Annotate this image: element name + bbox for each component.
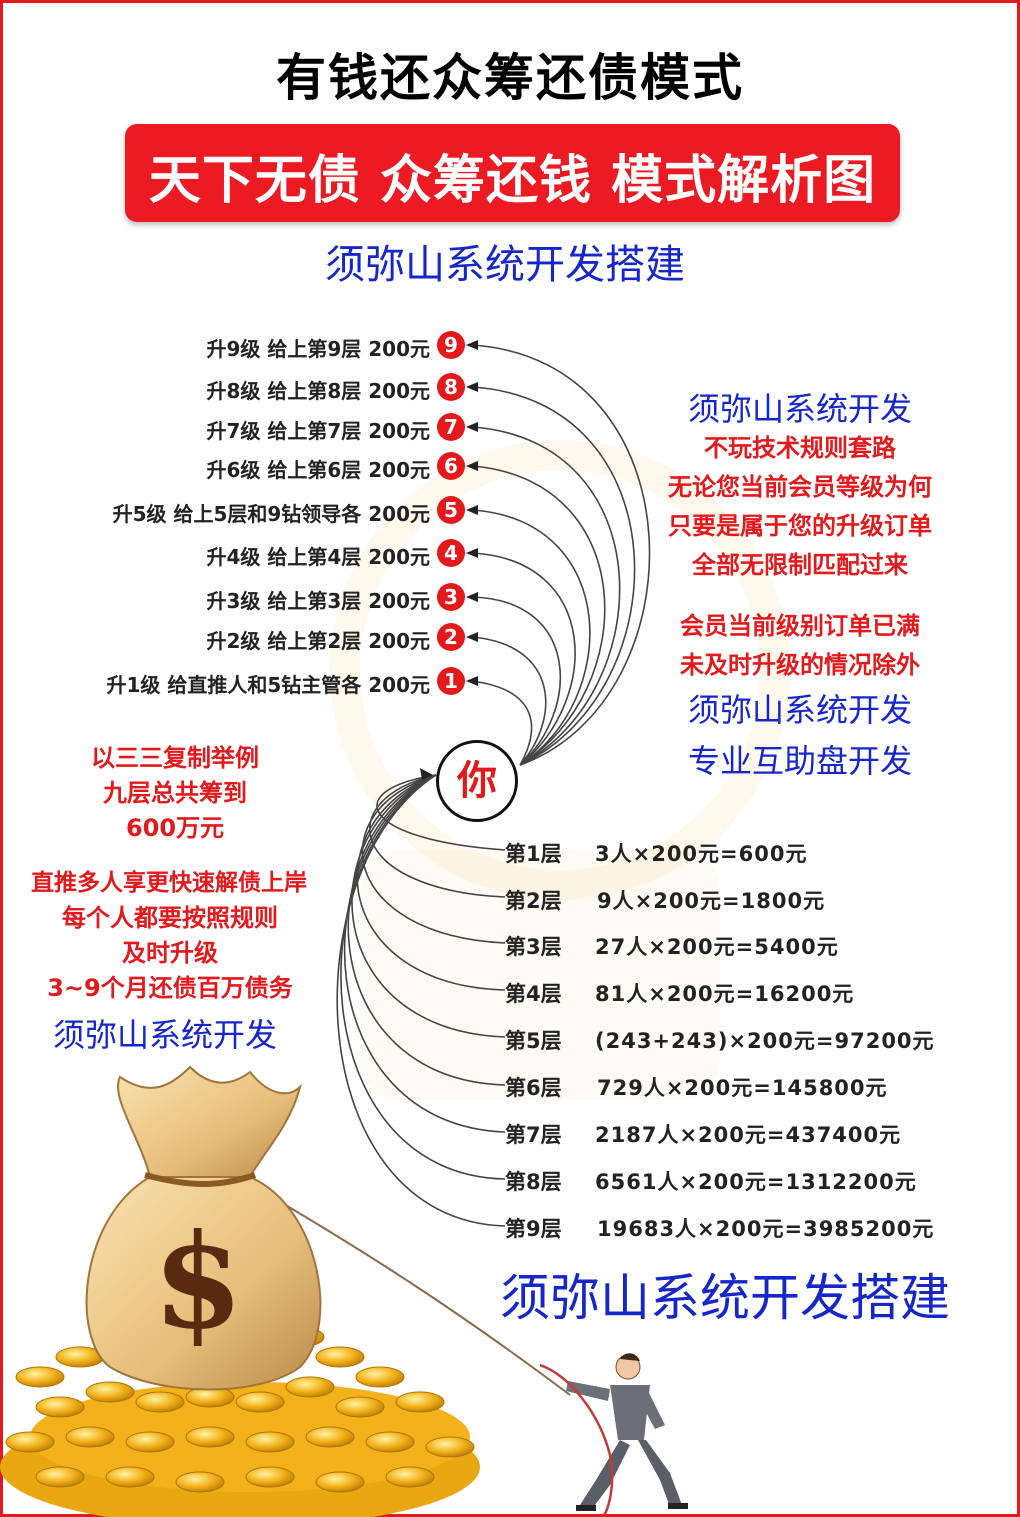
level-row-1: 升1级 给直推人和5钻主管各 200元 [106,673,430,697]
level-badge-3: 3 [437,583,465,611]
level-row-6: 升6级 给上第6层 200元 [206,458,430,482]
level-badge-8: 8 [437,373,465,401]
level-row-7: 升7级 给上第7层 200元 [206,419,430,443]
right-red-line-5: 会员当前级别订单已满 [680,612,920,640]
right-blue-line-1: 须弥山系统开发 [687,390,912,428]
you-circle: 你 [436,740,518,822]
left-blue-line: 须弥山系统开发 [52,1016,277,1054]
tier-label-3: 第3层 [505,935,562,959]
left-red-line-4: 直推多人享更快速解债上岸 [31,870,307,896]
tier-calc-5: (243+243)×200元=97200元 [595,1029,935,1053]
level-row-5: 升5级 给上5层和9钻领导各 200元 [112,502,430,526]
tier-label-8: 第8层 [505,1170,562,1194]
left-red-line-1: 以三三复制举例 [91,744,259,772]
man-figure [540,1353,688,1515]
tier-calc-8: 6561人×200元=1312200元 [595,1170,917,1194]
tier-calc-1: 3人×200元=600元 [595,842,808,866]
level-badge-5: 5 [437,496,465,524]
level-badge-2: 2 [437,623,465,651]
right-red-line-1: 不玩技术规则套路 [704,434,896,462]
money-bag-illustration: $ [0,1065,480,1517]
tier-label-1: 第1层 [505,842,562,866]
tier-label-7: 第7层 [505,1123,562,1147]
tier-calc-3: 27人×200元=5400元 [595,935,839,959]
level-row-9: 升9级 给上第9层 200元 [206,337,430,361]
main-title: 有钱还众筹还债模式 [276,48,744,107]
bottom-blue-line: 须弥山系统开发搭建 [500,1269,950,1327]
right-blue-line-2: 须弥山系统开发 [687,691,912,729]
tier-label-9: 第9层 [505,1217,562,1241]
level-row-8: 升8级 给上第8层 200元 [206,379,430,403]
banner-text: 天下无债 众筹还钱 模式解析图 [148,151,877,211]
left-red-line-3: 600万元 [125,814,225,842]
tier-calc-9: 19683人×200元=3985200元 [597,1217,935,1241]
left-red-line-5: 每个人都要按照规则 [62,904,278,932]
tier-calc-7: 2187人×200元=437400元 [595,1123,902,1147]
right-red-line-2: 无论您当前会员等级为何 [668,473,932,501]
subtitle: 须弥山系统开发搭建 [325,242,685,288]
level-row-3: 升3级 给上第3层 200元 [206,589,430,613]
right-red-line-6: 未及时升级的情况除外 [680,651,920,679]
tier-label-6: 第6层 [505,1076,562,1100]
tier-calc-2: 9人×200元=1800元 [597,889,826,913]
red-banner [125,124,900,222]
coin-pile [0,1326,480,1517]
level-badge-4: 4 [437,539,465,567]
right-red-line-3: 只要是属于您的升级订单 [668,512,932,540]
right-red-line-4: 全部无限制匹配过来 [692,551,908,579]
tier-calc-6: 729人×200元=145800元 [597,1076,888,1100]
left-red-line-7: 3~9个月还债百万债务 [47,974,293,1002]
left-red-line-6: 及时升级 [122,939,218,967]
dollar-sign: $ [153,1205,243,1358]
money-bag: $ [85,1065,322,1391]
tier-label-4: 第4层 [505,982,562,1006]
level-badge-1: 1 [437,667,465,695]
left-red-line-2: 九层总共筹到 [103,779,247,807]
level-badge-6: 6 [437,452,465,480]
tier-label-2: 第2层 [505,889,562,913]
level-badge-7: 7 [437,413,465,441]
level-badge-9: 9 [437,331,465,359]
tier-label-5: 第5层 [505,1029,562,1053]
man-pulling-illustration [540,1353,688,1515]
level-row-4: 升4级 给上第4层 200元 [206,545,430,569]
level-row-2: 升2级 给上第2层 200元 [206,629,430,653]
right-blue-line-3: 专业互助盘开发 [687,742,912,780]
tier-calc-4: 81人×200元=16200元 [595,982,855,1006]
watermark-block [360,850,720,1100]
